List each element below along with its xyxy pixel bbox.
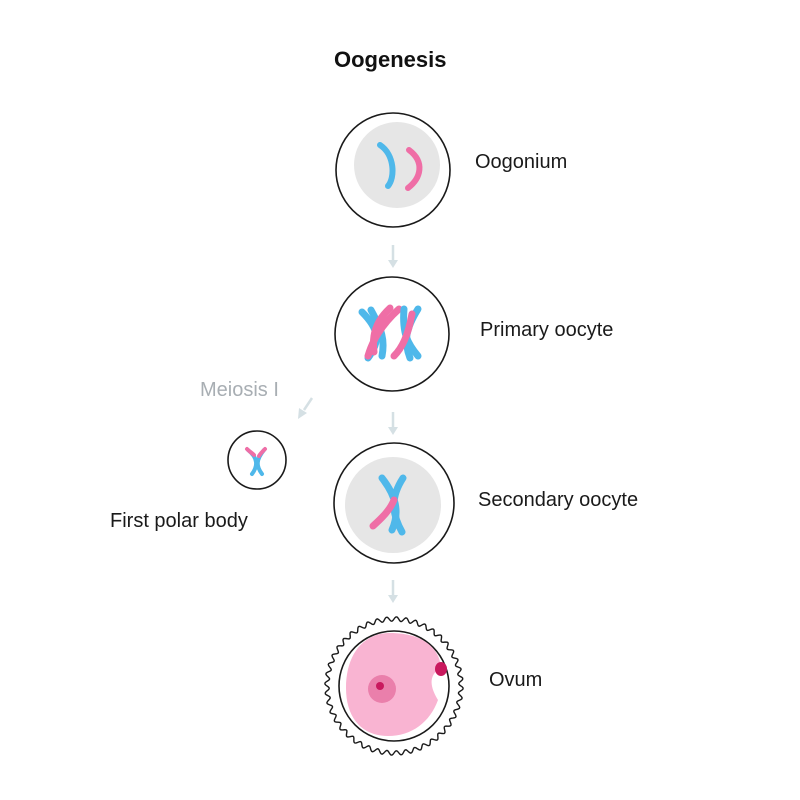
primary-oocyte-chromatid — [367, 306, 387, 360]
label-oogonium: Oogonium — [475, 151, 568, 173]
label-primary-oocyte: Primary oocyte — [480, 319, 614, 341]
diagram-title: Oogenesis — [334, 47, 447, 72]
oogonium-cell — [335, 112, 451, 228]
polar-body-chromatid — [257, 447, 267, 458]
arrow-to-secondary-oocyte — [388, 412, 398, 435]
oogonium-chromosome-pink — [405, 147, 423, 191]
secondary-oocyte-chromatid — [369, 496, 398, 530]
label-ovum: Ovum — [489, 669, 543, 691]
ovum-nucleolus — [376, 682, 384, 690]
label-first-polar-body: First polar body — [110, 510, 248, 532]
label-secondary-oocyte: Secondary oocyte — [478, 489, 639, 511]
arrow-to-ovum — [388, 580, 398, 603]
label-meiosis-i: Meiosis I — [200, 379, 279, 401]
primary-oocyte-chromatid — [364, 305, 403, 360]
primary-oocyte-cell — [334, 276, 450, 392]
first-polar-body-cell — [227, 430, 287, 490]
arrow-to-polar-body — [298, 397, 314, 419]
secondary-oocyte-cell — [333, 442, 455, 564]
polar-body-chromatid — [245, 447, 256, 457]
primary-oocyte-membrane — [334, 276, 450, 392]
ovum-polar-body — [435, 662, 447, 676]
primary-oocyte-chromatid — [390, 310, 416, 360]
ovum-cell — [324, 616, 464, 756]
oogonium-nucleus — [354, 122, 440, 208]
arrow-to-primary-oocyte — [388, 245, 398, 268]
oogonium-chromosome-blue — [377, 142, 396, 189]
